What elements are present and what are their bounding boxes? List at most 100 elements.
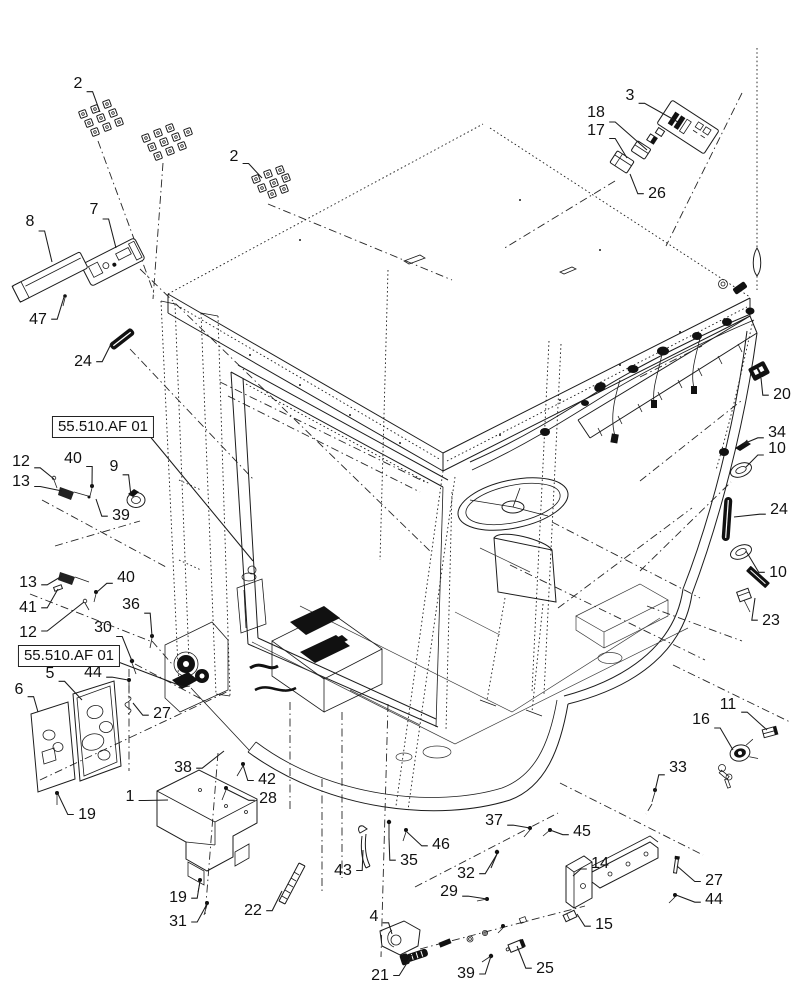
leader-line [96,582,113,593]
callout-12-18: 12 [19,624,37,641]
leader-line [393,954,413,977]
callout-26-5: 26 [648,185,666,202]
callout-5-22: 5 [45,665,55,682]
steering-assembly [457,477,569,717]
part-12-13-40-41-clamps-lower [52,572,98,611]
leader-line [132,702,149,716]
callout-10-53: 10 [768,440,786,457]
leader-line [116,635,133,662]
part-42-28-screws [221,762,245,801]
leader-line [34,467,55,480]
leader-line [191,880,201,899]
callout-39-14: 39 [112,507,130,524]
leader-line [388,837,396,861]
wiring-harness [469,307,755,471]
callout-46-35: 46 [432,836,450,853]
leader-line [676,865,701,883]
part-43-rod [358,825,371,869]
leader-line [549,829,569,836]
leader-line [406,831,428,847]
leader-line [266,890,283,912]
part-35-46-screws [386,819,408,842]
part-47-screw [62,294,67,307]
callout-32-40: 32 [457,865,475,882]
part-2-clip-cluster-c [251,165,291,199]
part-24-strip-left [109,328,135,350]
callout-13-11: 13 [12,473,30,490]
leader-line [714,727,734,751]
part-10-grommet-b [730,544,752,560]
leader-line [745,454,764,468]
leader-line [576,913,591,927]
callout-40-16: 40 [117,569,135,586]
callout-44-23: 44 [84,664,102,681]
leader-line [629,173,644,195]
part-5-gasket-plate [72,680,122,782]
cab-front-window [230,269,456,811]
callout-19-30: 19 [169,889,187,906]
part-1-support-bracket [156,769,258,886]
ref-box-2[interactable]: 55.510.AF 01 [17,645,121,667]
leader-line [58,680,83,701]
leader-line [96,341,113,363]
leader-line [479,853,498,875]
callout-7-7: 7 [89,201,99,218]
callout-4-36: 4 [369,908,379,925]
callout-25-45: 25 [536,960,554,977]
callout-22-32: 22 [244,902,262,919]
callout-40-12: 40 [64,450,82,467]
cab-left-pillars [160,300,250,751]
leader-line [609,137,628,159]
leader-line [41,575,63,586]
part-6-gasket-plate [30,701,76,793]
leader-line [138,799,169,802]
part-9-grommet [126,489,146,508]
leader-line [675,894,701,903]
callout-19-29: 19 [78,806,96,823]
floor-platform [251,547,689,762]
leader-line [27,696,39,713]
leader-line [51,296,65,320]
part-25-hardware-row [438,916,528,963]
callout-1-26: 1 [125,788,135,805]
part-7-radio-panel [81,238,145,286]
leader-line [41,588,59,609]
callout-47-8: 47 [29,311,47,328]
ref-box-1[interactable]: 55.510.AF 01 [51,416,155,438]
callout-21-37: 21 [371,967,389,984]
callout-24-54: 24 [770,501,788,518]
alignment-lines [29,92,791,958]
leader-line [38,230,53,263]
part-27-44-hardware-right [668,855,680,904]
leader-line [102,218,117,249]
leader-line [242,162,263,179]
part-2-clip-cluster-b [141,123,193,161]
leader-line [106,676,129,681]
callout-11-48: 11 [719,696,737,713]
callout-29-41: 29 [440,883,458,900]
part-14-15-bracket-rail [476,826,659,923]
part-4-clamp-bracket [379,920,421,956]
leader-line [507,824,531,829]
callout-35-34: 35 [400,852,418,869]
leader-line [356,849,364,872]
leader-line [147,433,254,562]
callout-45-39: 45 [573,823,591,840]
part-17-18-connectors [609,126,666,174]
leader-line [654,774,665,792]
fuse-box-console [249,606,383,713]
washer-bottle [236,565,267,634]
part-20-connector [748,361,770,381]
callout-leader-lines [27,91,769,977]
callout-27-49: 27 [705,872,723,889]
callout-12-10: 12 [12,453,30,470]
part-2-clip-cluster-a [78,99,124,137]
callout-15-43: 15 [595,916,613,933]
callout-3-2: 3 [625,87,635,104]
leader-line [41,601,85,632]
part-16-key-switch [718,738,759,789]
part-12-13-40-clamps-upper [51,475,94,500]
callout-18-3: 18 [587,104,605,121]
callout-44-50: 44 [705,891,723,908]
